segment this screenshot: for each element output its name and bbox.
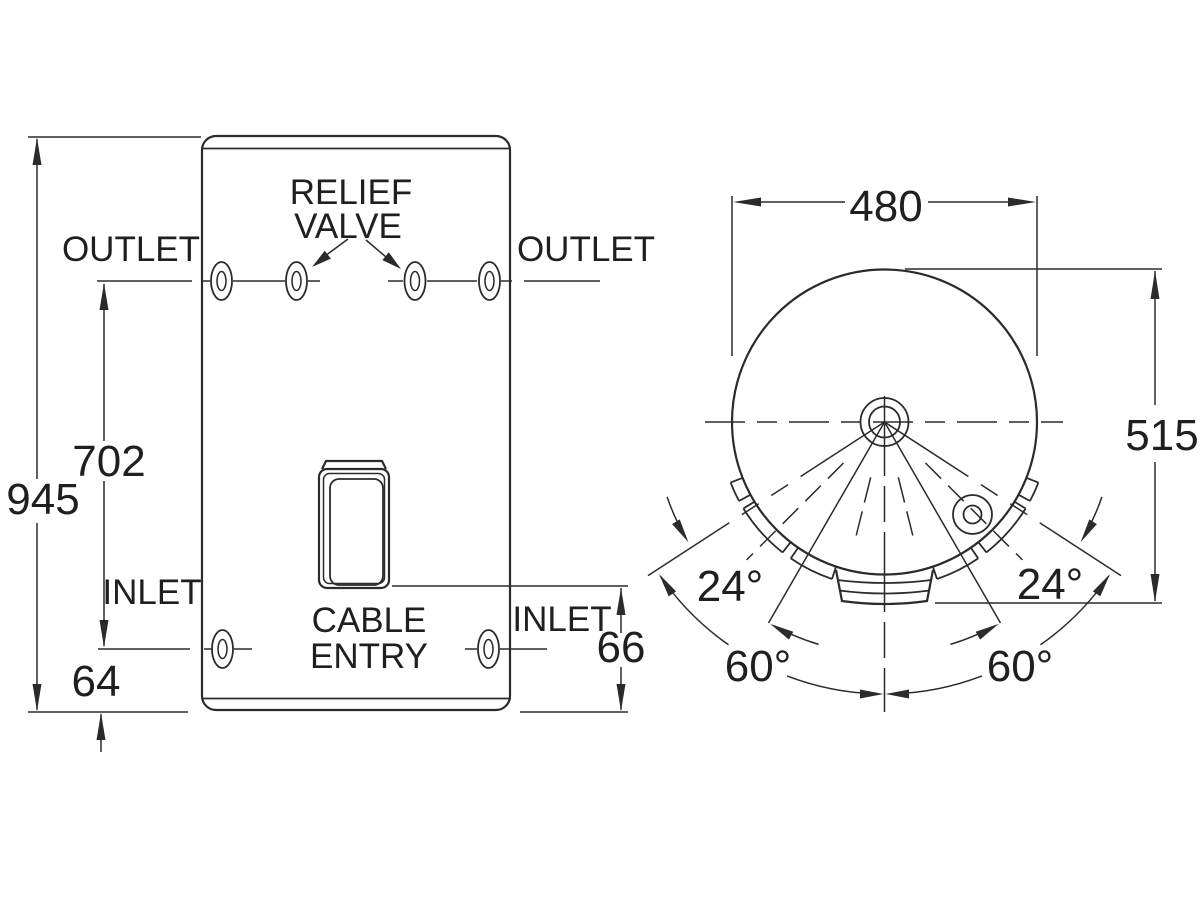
inlet-label-right: INLET bbox=[512, 600, 611, 639]
ray-left-30 bbox=[767, 421, 886, 624]
ray-right-30 bbox=[883, 421, 1002, 624]
dim-overall-height bbox=[28, 136, 201, 713]
relief-valve-label-line1: RELIEF bbox=[290, 173, 413, 212]
dim-text-515: 515 bbox=[1125, 411, 1198, 460]
front-view: RELIEF VALVE OUTLET OUTLET INLET INLET C… bbox=[6, 134, 655, 752]
dim-inlet-offset-left bbox=[96, 713, 106, 752]
relief-valve-hole-right bbox=[403, 261, 427, 301]
outlet-label-left: OUTLET bbox=[62, 230, 200, 269]
dim-outlet-to-inlet bbox=[99, 283, 109, 647]
ray-right-45-dashed bbox=[924, 462, 1023, 561]
angle-24-right bbox=[950, 496, 1103, 646]
inlet-label-left: INLET bbox=[102, 573, 201, 612]
angle-60-left bbox=[659, 574, 884, 699]
angle-60-right bbox=[885, 574, 1110, 699]
base-rim-left bbox=[729, 476, 837, 580]
tank-outline bbox=[200, 134, 512, 712]
angle-rays bbox=[647, 421, 1122, 624]
outlet-label-right: OUTLET bbox=[517, 230, 655, 269]
dim-text-64: 64 bbox=[72, 657, 121, 706]
cable-entry-label-line2: ENTRY bbox=[310, 637, 428, 676]
ray-right-60 bbox=[884, 421, 1122, 577]
plan-view: 480 515 24° 24° 60° 60° bbox=[647, 182, 1199, 712]
base-rim-right bbox=[932, 476, 1040, 580]
side-boss bbox=[952, 494, 993, 535]
relief-valve-hole-left bbox=[285, 261, 308, 301]
inlet-holes bbox=[211, 629, 500, 669]
ray-left-60 bbox=[647, 421, 885, 577]
dim-text-702: 702 bbox=[72, 437, 145, 486]
top-connection-holes bbox=[210, 261, 501, 301]
dim-width-480 bbox=[731, 196, 1038, 356]
angle-text-24-right: 24° bbox=[1017, 560, 1084, 609]
dim-depth-515 bbox=[905, 268, 1162, 604]
cable-entry-label-line1: CABLE bbox=[312, 601, 427, 640]
dim-text-945: 945 bbox=[6, 475, 79, 524]
angle-text-60-left: 60° bbox=[725, 642, 792, 691]
angle-text-60-right: 60° bbox=[987, 642, 1054, 691]
relief-valve-leaders bbox=[312, 238, 401, 269]
dim-text-66: 66 bbox=[597, 623, 646, 672]
ray-left-45-dashed bbox=[746, 462, 845, 561]
dim-inlet-offset-right bbox=[392, 585, 628, 713]
angle-text-24-left: 24° bbox=[697, 562, 764, 611]
angle-24-left bbox=[666, 496, 819, 646]
dim-text-480: 480 bbox=[849, 182, 922, 231]
cable-entry-port bbox=[317, 459, 391, 590]
relief-valve-label-line2: VALVE bbox=[294, 207, 402, 246]
